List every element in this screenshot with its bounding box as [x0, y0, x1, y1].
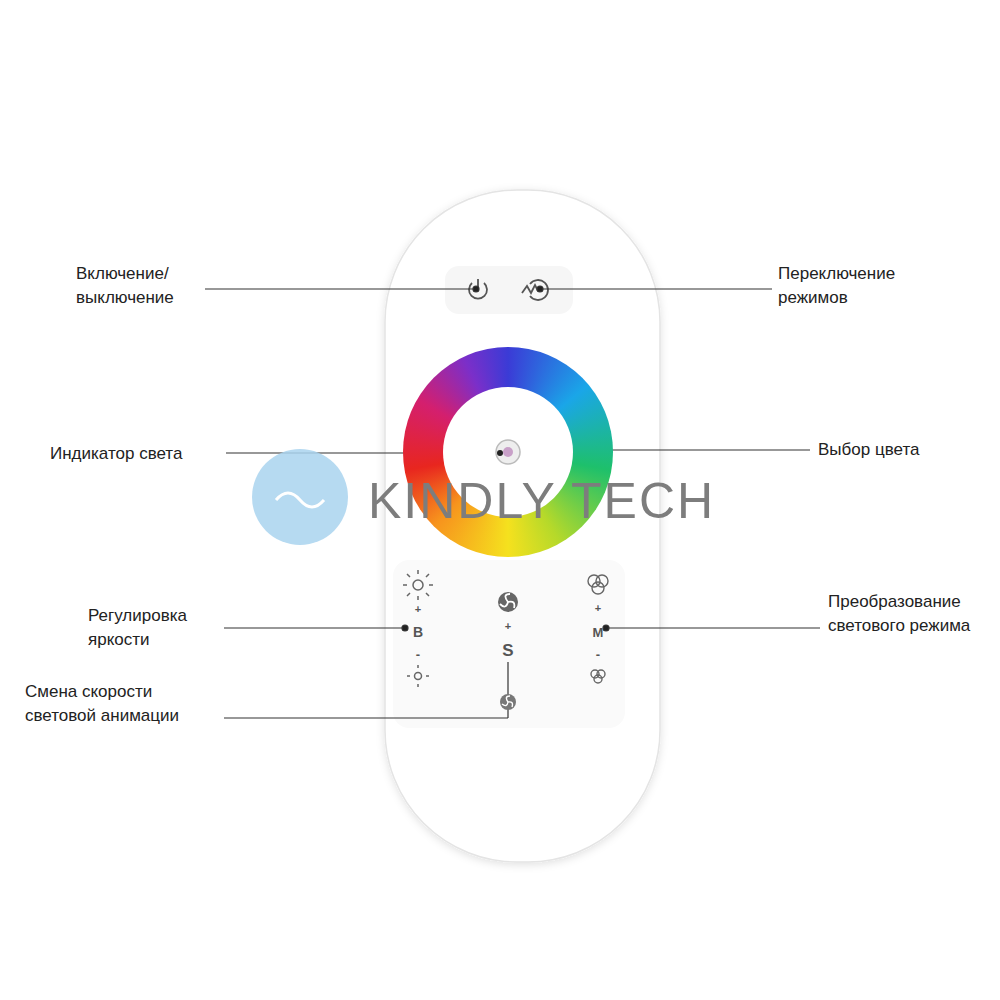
watermark-text: KINDLY TECH	[368, 476, 715, 526]
bottom-button-panel	[393, 560, 625, 728]
callout-label: Регулировка яркости	[88, 604, 218, 652]
callout-label: Включение/ выключение	[76, 262, 201, 310]
remote-body	[385, 190, 660, 862]
mode-icon	[522, 280, 548, 300]
light-mode-icons	[588, 575, 608, 683]
callout-label: Смена скорости световой анимации	[25, 680, 205, 728]
speed-icons	[498, 592, 518, 710]
button-symbol: +	[505, 621, 511, 632]
callout-label: Преобразование светового режима	[828, 590, 978, 638]
watermark-logo-mark	[276, 493, 324, 507]
leader-lines	[205, 286, 820, 718]
button-symbol: +	[595, 603, 601, 614]
button-letter: S	[502, 642, 513, 659]
callout-label: Выбор цвета	[818, 438, 968, 462]
button-symbol: -	[416, 648, 420, 661]
top-button-panel	[445, 266, 573, 314]
button-symbol: +	[415, 604, 421, 615]
button-letter: B	[413, 625, 423, 639]
callout-label: Переключение режимов	[778, 262, 938, 310]
watermark-logo	[252, 449, 348, 545]
callout-label: Индикатор света	[50, 442, 225, 466]
button-symbol: -	[596, 648, 600, 661]
brightness-icons	[403, 570, 433, 687]
button-letter: M	[593, 626, 604, 639]
